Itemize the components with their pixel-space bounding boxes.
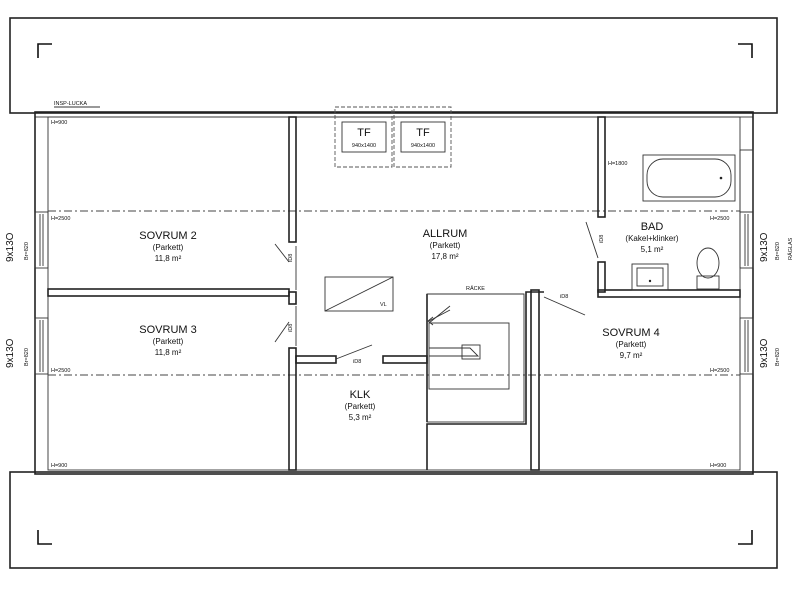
door-label-klk: iD8 — [353, 359, 361, 365]
svg-text:(Kakel+klinker): (Kakel+klinker) — [625, 234, 678, 243]
svg-text:TF: TF — [357, 127, 371, 139]
window-label-right-top: 9x13O — [759, 232, 770, 262]
svg-text:5,3 m²: 5,3 m² — [349, 413, 372, 422]
svg-text:(Parkett): (Parkett) — [616, 340, 647, 349]
roof-top — [9, 17, 778, 118]
svg-text:VL: VL — [380, 302, 387, 308]
svg-text:11,8 m²: 11,8 m² — [155, 348, 182, 357]
staircase — [426, 293, 525, 423]
roof-bottom — [9, 471, 778, 569]
h2500-top-right: H=2500 — [710, 216, 729, 222]
window-br-right-top: Br=820 — [775, 242, 781, 260]
svg-text:ALLRUM: ALLRUM — [423, 228, 468, 240]
svg-text:5,1 m²: 5,1 m² — [641, 245, 664, 254]
svg-text:940x1400: 940x1400 — [352, 143, 376, 149]
h900-top-left: H=900 — [51, 120, 67, 126]
svg-text:940x1400: 940x1400 — [411, 143, 435, 149]
h900-bottom-right: H=900 — [710, 463, 726, 469]
vl-hatch: VL — [324, 276, 394, 312]
raglas-label: RÄGLAS — [787, 237, 794, 260]
window-label-left-top: 9x13O — [5, 232, 16, 262]
svg-text:(Parkett): (Parkett) — [430, 241, 461, 250]
h1800-bath: H=1800 — [608, 161, 627, 167]
sink — [631, 263, 669, 291]
h900-bottom-left: H=900 — [51, 463, 67, 469]
window-right-top — [739, 211, 754, 269]
svg-text:SOVRUM 2: SOVRUM 2 — [139, 230, 196, 242]
window-label-right-bottom: 9x13O — [759, 338, 770, 368]
room-klk: KLK (Parkett) 5,3 m² — [345, 389, 376, 422]
svg-text:(Parkett): (Parkett) — [153, 337, 184, 346]
window-br-left-top: Br=820 — [24, 242, 30, 260]
room-allrum: ALLRUM (Parkett) 17,8 m² — [423, 228, 468, 261]
room-sovrum2: SOVRUM 2 (Parkett) 11,8 m² — [139, 230, 196, 263]
h2500-top-left: H=2500 — [51, 216, 70, 222]
room-bad: BAD (Kakel+klinker) 5,1 m² — [625, 221, 678, 254]
railing-label: RÄCKE — [466, 285, 485, 292]
svg-text:9,7 m²: 9,7 m² — [620, 351, 643, 360]
insp-lucka-label: INSP-LUCKA — [54, 101, 87, 107]
corner-marks — [37, 43, 753, 545]
window-right-bottom — [739, 317, 754, 375]
roof-window-left: TF 940x1400 — [334, 106, 393, 168]
window-left-top — [34, 211, 49, 269]
window-br-right-bottom: Br=820 — [775, 348, 781, 366]
window-left-bottom — [34, 317, 49, 375]
toilet — [696, 247, 720, 290]
svg-text:(Parkett): (Parkett) — [345, 402, 376, 411]
svg-text:SOVRUM 4: SOVRUM 4 — [602, 327, 659, 339]
door-label-sovrum3: iD8 — [288, 324, 294, 332]
room-sovrum4: SOVRUM 4 (Parkett) 9,7 m² — [602, 327, 659, 360]
door-label-sovrum2: iD8 — [288, 254, 294, 262]
svg-text:BAD: BAD — [641, 221, 664, 233]
roof-window-right: TF 940x1400 — [393, 106, 452, 168]
svg-text:KLK: KLK — [350, 389, 371, 401]
door-label-bad: iD8 — [599, 235, 605, 243]
svg-text:(Parkett): (Parkett) — [153, 243, 184, 252]
svg-text:SOVRUM 3: SOVRUM 3 — [139, 324, 196, 336]
window-br-left-bottom: Br=820 — [24, 348, 30, 366]
svg-text:TF: TF — [416, 127, 430, 139]
svg-text:17,8 m²: 17,8 m² — [431, 252, 458, 261]
h2500-bottom-right: H=2500 — [710, 368, 729, 374]
bathtub — [642, 154, 736, 202]
window-label-left-bottom: 9x13O — [5, 338, 16, 368]
room-sovrum3: SOVRUM 3 (Parkett) 11,8 m² — [139, 324, 196, 357]
door-label-sovrum4: iD8 — [560, 294, 568, 300]
interior-walls — [47, 116, 754, 471]
h2500-bottom-left: H=2500 — [51, 368, 70, 374]
svg-text:11,8 m²: 11,8 m² — [155, 254, 182, 263]
doors — [274, 221, 599, 360]
